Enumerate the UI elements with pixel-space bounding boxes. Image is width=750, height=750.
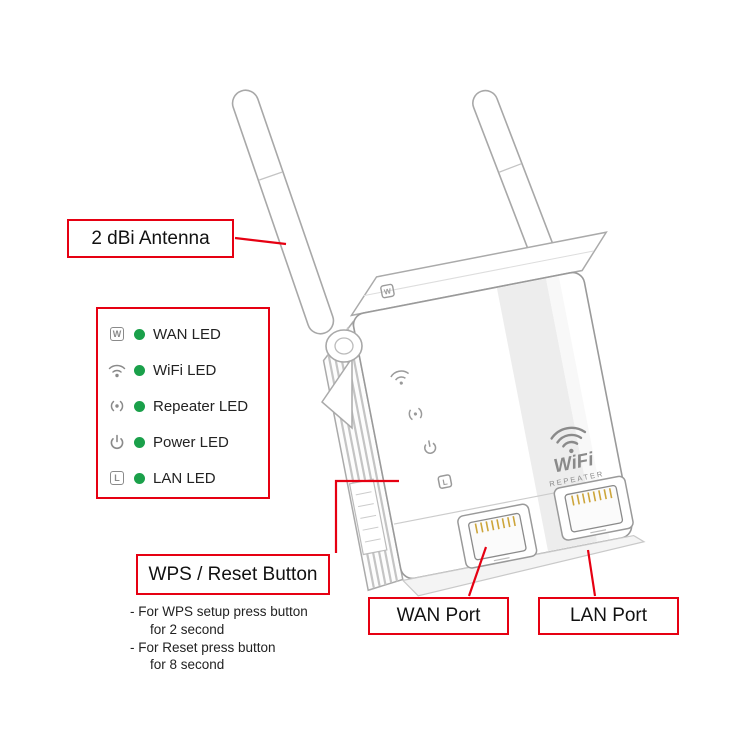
legend-row-repeater: Repeater LED — [108, 388, 268, 424]
wps-connector — [334, 479, 399, 553]
lan-led-dot — [134, 472, 145, 484]
front-shading-band — [496, 278, 598, 552]
wan-port-pins — [474, 516, 516, 534]
wan-port — [457, 503, 538, 569]
wan-connector — [467, 546, 488, 597]
lan-icon-front: L — [437, 474, 453, 489]
lan-icon: L — [110, 471, 124, 485]
wifi-led-dot — [134, 364, 145, 376]
wan-led-label: WAN LED — [153, 325, 221, 343]
wan-port-callout: WAN Port — [368, 597, 509, 635]
wan-port-callout-label: WAN Port — [396, 605, 481, 626]
power-icon-front — [424, 440, 437, 454]
wps-reset-callout-label: WPS / Reset Button — [148, 563, 318, 585]
lan-port — [553, 475, 634, 541]
antenna-callout-label: 2 dBi Antenna — [91, 227, 210, 249]
wan-led-dot — [134, 328, 145, 340]
device-body: W L — [322, 231, 646, 597]
lan-port-callout: LAN Port — [538, 597, 679, 635]
device-base — [401, 534, 646, 597]
wps-reset-callout: WPS / Reset Button — [136, 554, 330, 595]
legend-row-power: Power LED — [108, 424, 268, 460]
wifi-led-label: WiFi LED — [153, 361, 217, 379]
legend-row-wifi: WiFi LED — [108, 352, 268, 388]
antenna-callout: 2 dBi Antenna — [67, 219, 234, 258]
wps-note-line: for 2 second — [150, 621, 225, 637]
left-antenna-hinge — [325, 329, 363, 363]
power-led-label: Power LED — [153, 433, 229, 451]
wps-notes: - For WPS setup press button for 2 secon… — [130, 603, 370, 674]
power-icon — [108, 434, 126, 450]
left-antenna — [231, 89, 363, 363]
repeater-led-label: Repeater LED — [153, 397, 249, 415]
mount-flap — [321, 355, 353, 430]
repeater-icon — [108, 398, 126, 414]
wan-icon: W — [110, 327, 124, 341]
led-legend: W WAN LED WiFi LED — [96, 307, 270, 499]
callout-connectors — [234, 236, 597, 597]
wps-note-line: for 8 second — [150, 657, 225, 673]
lan-connector — [586, 549, 597, 597]
repeater-icon-front — [408, 407, 423, 421]
svg-text:W: W — [383, 286, 393, 296]
antenna-connector — [234, 236, 287, 246]
lan-led-label: LAN LED — [153, 469, 216, 487]
side-label-sticker — [348, 478, 388, 556]
wifi-icon-front — [390, 370, 410, 385]
wps-note-line: - For WPS setup press button — [130, 604, 308, 619]
wps-note-line: - For Reset press button — [130, 639, 276, 655]
power-led-dot — [134, 436, 145, 448]
wan-icon-top: W — [380, 283, 395, 299]
front-led-icons: L — [390, 370, 453, 489]
svg-text:L: L — [442, 477, 449, 487]
legend-row-lan: L LAN LED — [108, 460, 268, 496]
legend-row-wan: W WAN LED — [108, 316, 268, 352]
lan-port-callout-label: LAN Port — [569, 605, 648, 626]
repeater-led-dot — [134, 400, 145, 412]
wifi-icon — [108, 362, 126, 378]
lan-port-pins — [571, 488, 613, 506]
